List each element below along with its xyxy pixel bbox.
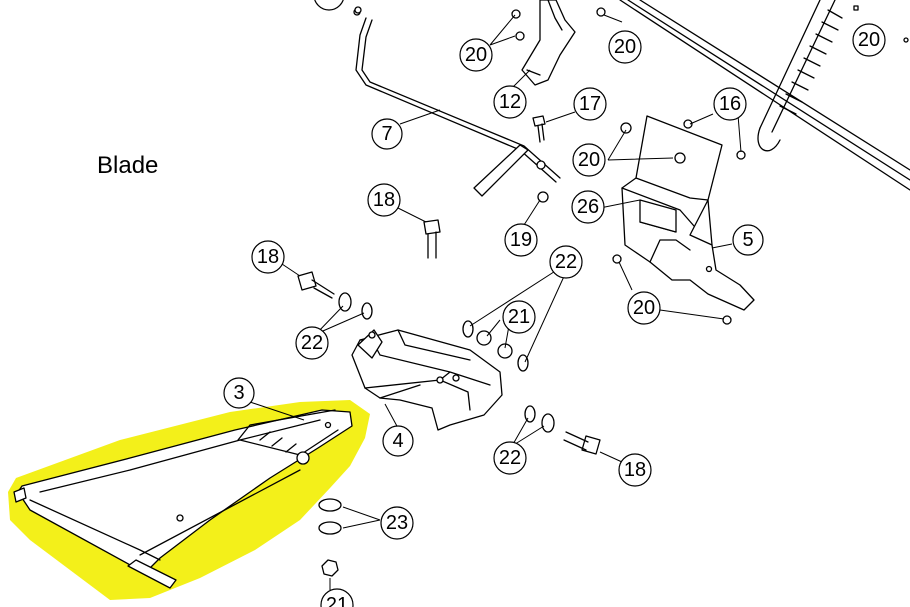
svg-text:17: 17 xyxy=(579,93,601,115)
bolt-18-upper xyxy=(423,219,441,259)
callout-21: 21 xyxy=(502,300,536,334)
svg-text:16: 16 xyxy=(719,93,741,115)
callout-18: 18 xyxy=(618,453,652,487)
callout-22: 22 xyxy=(493,441,527,475)
callout-3: 3 xyxy=(223,377,255,409)
svg-text:20: 20 xyxy=(465,44,487,66)
svg-text:20: 20 xyxy=(858,29,880,51)
svg-text:18: 18 xyxy=(373,189,395,211)
callout-5: 5 xyxy=(732,224,764,256)
svg-text:3: 3 xyxy=(233,382,244,404)
svg-text:23: 23 xyxy=(386,512,408,534)
svg-text:19: 19 xyxy=(510,229,532,251)
callout-20: 20 xyxy=(627,291,661,325)
part-3-a-frame xyxy=(13,409,353,589)
part-5-plate-bracket xyxy=(621,115,755,311)
svg-text:20: 20 xyxy=(578,149,600,171)
part-12-bracket xyxy=(521,0,576,86)
svg-text:18: 18 xyxy=(624,459,646,481)
svg-text:22: 22 xyxy=(555,251,577,273)
callout-16: 16 xyxy=(713,87,747,121)
bolt-18-right xyxy=(563,431,601,455)
bolt-17 xyxy=(532,115,546,143)
svg-text:26: 26 xyxy=(577,196,599,218)
callout-12: 12 xyxy=(493,85,527,119)
hardware-nuts-washers xyxy=(318,6,746,577)
part-7-lift-rod xyxy=(353,8,561,197)
svg-text:4: 4 xyxy=(392,430,403,452)
callout-21: 21 xyxy=(320,588,354,607)
callout-26: 26 xyxy=(571,190,605,224)
spring-and-frame xyxy=(619,0,910,191)
diagram-title: Blade xyxy=(97,152,158,179)
svg-text:20: 20 xyxy=(614,36,636,58)
svg-text:7: 7 xyxy=(381,123,392,145)
svg-text:20: 20 xyxy=(633,297,655,319)
callout-4: 4 xyxy=(382,425,414,457)
leader-lines xyxy=(249,14,742,590)
svg-text:21: 21 xyxy=(508,306,530,328)
callout-18: 18 xyxy=(367,183,401,217)
svg-text:22: 22 xyxy=(301,332,323,354)
callout-20 xyxy=(314,0,344,11)
svg-text:21: 21 xyxy=(326,594,348,607)
callout-20: 20 xyxy=(572,143,606,177)
callout-23: 23 xyxy=(380,506,414,540)
callout-22: 22 xyxy=(295,326,329,360)
callout-20: 20 xyxy=(852,23,886,57)
svg-text:12: 12 xyxy=(499,91,521,113)
svg-text:18: 18 xyxy=(257,246,279,268)
callout-18: 18 xyxy=(251,240,285,274)
callout-19: 19 xyxy=(504,223,538,257)
svg-text:5: 5 xyxy=(742,229,753,251)
callout-22: 22 xyxy=(549,245,583,279)
part-4-pivot-bracket xyxy=(351,329,503,431)
callout-20: 20 xyxy=(459,38,493,72)
callout-20: 20 xyxy=(608,30,642,64)
svg-text:22: 22 xyxy=(499,447,521,469)
callout-17: 17 xyxy=(573,87,607,121)
callout-7: 7 xyxy=(371,118,403,150)
bolt-18-left xyxy=(297,271,335,299)
